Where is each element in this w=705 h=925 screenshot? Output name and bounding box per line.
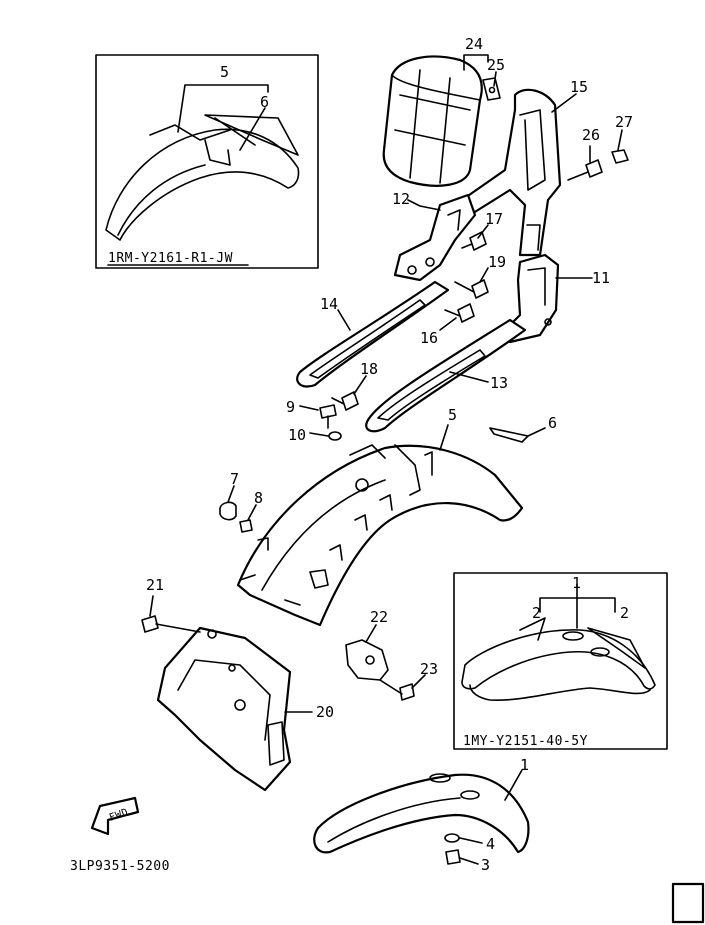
leader-lines <box>149 54 623 865</box>
inset-bottom-bracket <box>539 583 616 629</box>
bolt-3 <box>445 849 461 865</box>
bracket-12 <box>393 193 477 282</box>
rear-fender-5 <box>236 444 524 627</box>
label-20: 20 <box>316 703 334 721</box>
label-16: 16 <box>420 329 438 347</box>
label-11: 11 <box>592 269 610 287</box>
bolt-23 <box>379 679 415 701</box>
bolt-17 <box>461 231 487 251</box>
label-4: 4 <box>486 835 495 853</box>
figure-code: 3LP9351-5200 <box>70 859 170 874</box>
label-14: 14 <box>320 295 338 313</box>
label-22: 22 <box>370 608 388 626</box>
inset-top-fender <box>105 114 300 241</box>
bolt-7 <box>219 501 237 521</box>
fwd-arrow-icon: FWD <box>90 796 140 836</box>
label-26: 26 <box>582 126 600 144</box>
label-25: 25 <box>487 56 505 74</box>
inset-bottom: 1 2 2 1MY-Y2151-40-5Y <box>453 572 668 750</box>
inset-top-leader-6 <box>239 107 266 151</box>
inset-bottom-code: 1MY-Y2151-40-5Y <box>463 734 588 749</box>
nut-8 <box>239 519 253 533</box>
label-10: 10 <box>288 426 306 444</box>
backrest-pad <box>382 55 483 187</box>
bracket-22 <box>345 639 389 681</box>
label-8: 8 <box>254 489 263 507</box>
bolt-19 <box>454 279 489 299</box>
label-1: 1 <box>520 756 529 774</box>
inset-top: 5 6 1RM-Y2161-R1-JW <box>95 54 319 269</box>
reflector-6 <box>489 427 529 443</box>
bolt-16 <box>444 303 475 323</box>
corner-box <box>671 882 705 924</box>
inset-top-bracket <box>177 84 269 133</box>
inset-top-code: 1RM-Y2161-R1-JW <box>108 251 233 266</box>
bracket-11 <box>498 253 560 344</box>
label-15: 15 <box>570 78 588 96</box>
bolt-26 <box>567 159 603 181</box>
label-6: 6 <box>548 414 557 432</box>
bolt-9 <box>319 404 337 429</box>
inset-bottom-label-1: 1 <box>572 574 581 592</box>
inset-top-frame <box>95 54 319 269</box>
bolt-18 <box>331 391 359 411</box>
label-5: 5 <box>448 406 457 424</box>
nut-27 <box>611 149 629 164</box>
label-27: 27 <box>615 113 633 131</box>
bracket-25 <box>482 77 501 101</box>
label-18: 18 <box>360 360 378 378</box>
label-17: 17 <box>485 210 503 228</box>
label-7: 7 <box>230 470 239 488</box>
label-21: 21 <box>146 576 164 594</box>
label-12: 12 <box>392 190 410 208</box>
label-3: 3 <box>481 856 490 874</box>
grab-bar-13 <box>365 318 527 433</box>
front-fender-1 <box>313 773 530 854</box>
label-24: 24 <box>465 35 483 53</box>
label-23: 23 <box>420 660 438 678</box>
inner-fender-20 <box>156 626 292 792</box>
inset-top-label-6: 6 <box>260 93 269 111</box>
inset-top-label-5: 5 <box>220 63 229 81</box>
grab-bar-14 <box>296 280 450 388</box>
bolt-21 <box>141 615 201 633</box>
inset-bottom-frame <box>453 572 668 750</box>
inset-bottom-fender <box>461 617 656 702</box>
inset-bottom-label-2b: 2 <box>620 604 629 622</box>
label-13: 13 <box>490 374 508 392</box>
inset-bottom-label-2a: 2 <box>532 604 541 622</box>
clip-10 <box>328 431 342 441</box>
washer-4 <box>444 833 460 843</box>
label-19: 19 <box>488 253 506 271</box>
label-9: 9 <box>286 398 295 416</box>
part-labels: 24 25 15 26 27 12 17 19 11 14 16 18 13 9… <box>146 35 633 874</box>
